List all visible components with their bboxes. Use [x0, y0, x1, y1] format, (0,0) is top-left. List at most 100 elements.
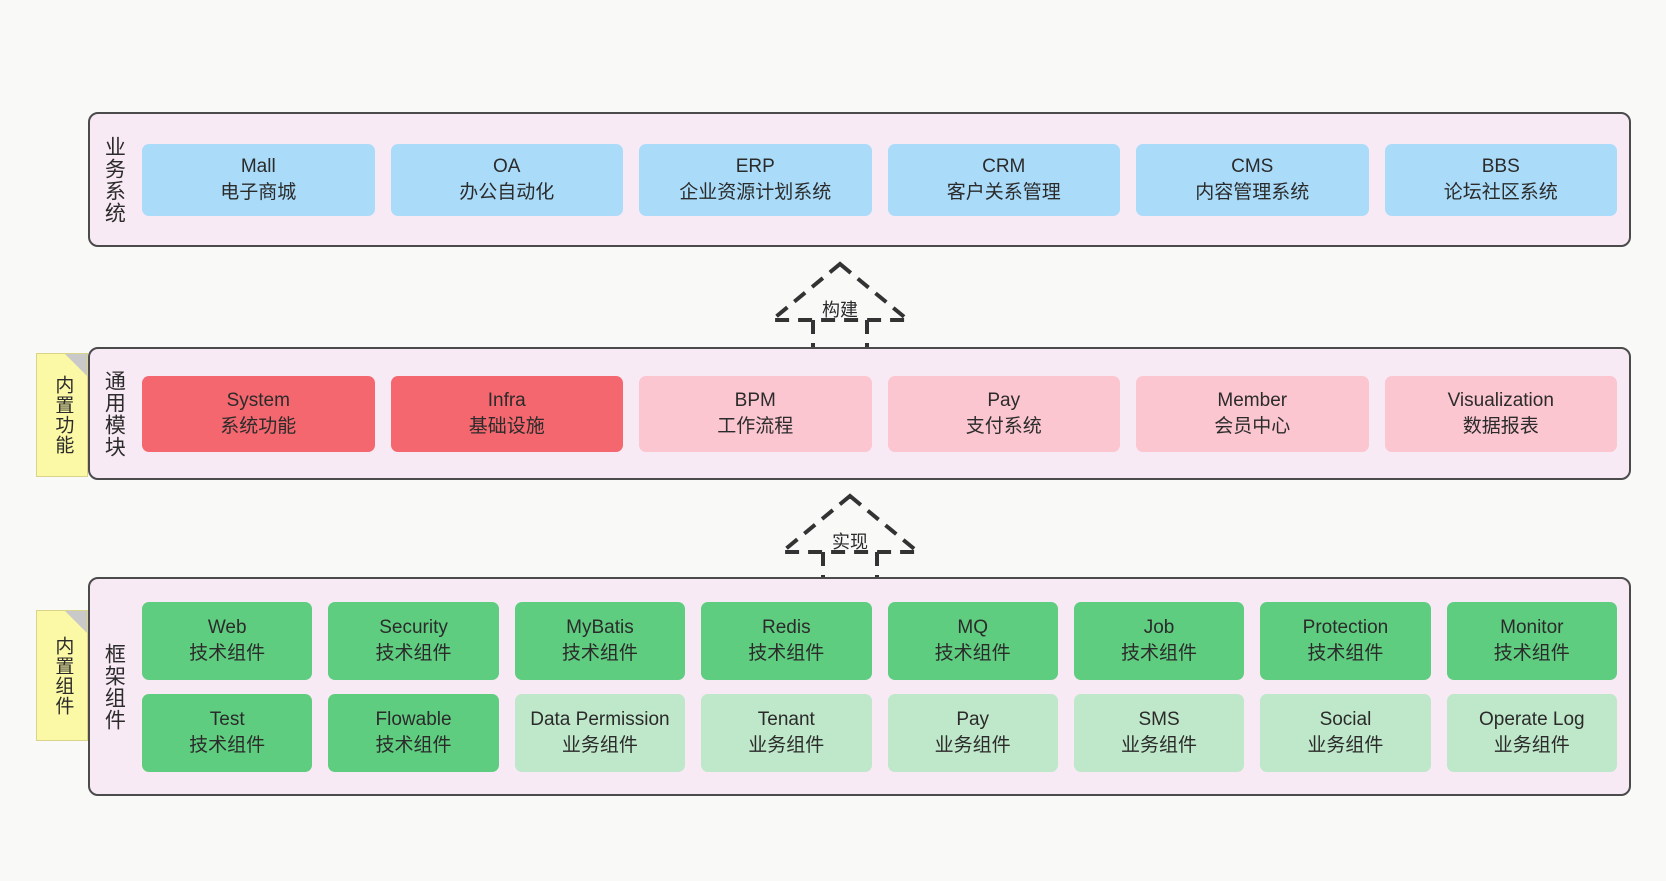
generalization-arrow-implement: 实现	[770, 490, 930, 582]
node-infra[interactable]: Infra 基础设施	[390, 375, 623, 452]
node-label-en: Data Permission	[530, 709, 670, 731]
node-label-en: Monitor	[1500, 617, 1564, 639]
node-label-en: Operate Log	[1478, 709, 1585, 731]
node-mybatis[interactable]: MyBatis 技术组件	[514, 601, 686, 680]
node-label-cn: 企业资源计划系统	[679, 181, 832, 203]
node-redis[interactable]: Redis 技术组件	[701, 601, 872, 680]
node-erp[interactable]: ERP 企业资源计划系统	[639, 143, 872, 216]
node-label-en: Infra	[487, 390, 526, 412]
node-pay-component[interactable]: Pay 业务组件	[887, 693, 1058, 772]
node-label-cn: 基础设施	[468, 415, 545, 437]
node-bpm[interactable]: BPM 工作流程	[639, 375, 872, 452]
node-flowable[interactable]: Flowable 技术组件	[328, 693, 499, 772]
node-label-en: OA	[493, 156, 521, 178]
layer-title-framework: 框架组件	[102, 642, 126, 731]
node-label-cn: 技术组件	[375, 734, 452, 756]
node-oa[interactable]: OA 办公自动化	[390, 143, 623, 216]
node-label-en: Protection	[1302, 617, 1389, 639]
node-label-cn: 系统功能	[220, 415, 297, 437]
node-web[interactable]: Web 技术组件	[142, 601, 313, 680]
node-row: Mall 电子商城 OA 办公自动化 ERP 企业资源计划系统 CRM 客户关系…	[142, 143, 1617, 216]
node-label-cn: 业务组件	[561, 734, 638, 756]
node-label-en: System	[226, 390, 290, 412]
layer-title-business: 业务系统	[102, 135, 126, 224]
node-label-cn: 客户关系管理	[946, 181, 1061, 203]
node-test[interactable]: Test 技术组件	[142, 693, 313, 772]
node-label-en: Tenant	[757, 709, 815, 731]
node-label-cn: 技术组件	[561, 642, 638, 664]
layer-body-business: Mall 电子商城 OA 办公自动化 ERP 企业资源计划系统 CRM 客户关系…	[136, 114, 1629, 245]
node-mq[interactable]: MQ 技术组件	[887, 601, 1058, 680]
sticky-label: 内置功能	[52, 375, 74, 455]
node-label-en: Test	[209, 709, 245, 731]
node-row: System 系统功能 Infra 基础设施 BPM 工作流程 Pay 支付系统…	[142, 375, 1617, 452]
layer-framework-components: 框架组件 Web 技术组件 Security 技术组件 MyBatis 技术组件…	[88, 577, 1631, 796]
node-label-en: BPM	[734, 390, 776, 412]
node-label-en: Security	[379, 617, 448, 639]
layer-title-common: 通用模块	[102, 369, 126, 458]
node-operate-log[interactable]: Operate Log 业务组件	[1446, 693, 1617, 772]
node-monitor[interactable]: Monitor 技术组件	[1446, 601, 1617, 680]
node-label-cn: 业务组件	[748, 734, 825, 756]
node-label-en: Member	[1217, 390, 1288, 412]
node-label-cn: 论坛社区系统	[1443, 181, 1558, 203]
node-bbs[interactable]: BBS 论坛社区系统	[1384, 143, 1617, 216]
node-label-cn: 技术组件	[934, 642, 1011, 664]
node-label-en: BBS	[1481, 156, 1520, 178]
arrow-label-build: 构建	[822, 300, 858, 320]
node-label-en: Social	[1319, 709, 1372, 731]
node-crm[interactable]: CRM 客户关系管理	[887, 143, 1120, 216]
node-label-en: SMS	[1138, 709, 1180, 731]
node-job[interactable]: Job 技术组件	[1073, 601, 1245, 680]
node-label-cn: 支付系统	[965, 415, 1042, 437]
sticky-note-builtin-features: 内置功能	[36, 353, 88, 477]
folded-corner-icon	[65, 354, 87, 376]
layer-body-framework: Web 技术组件 Security 技术组件 MyBatis 技术组件 Redi…	[136, 579, 1629, 794]
node-protection[interactable]: Protection 技术组件	[1260, 601, 1431, 680]
node-label-cn: 数据报表	[1462, 415, 1539, 437]
node-label-cn: 技术组件	[375, 642, 452, 664]
node-label-en: Flowable	[375, 709, 452, 731]
folded-corner-icon	[65, 611, 87, 633]
node-label-cn: 电子商城	[220, 181, 297, 203]
node-system[interactable]: System 系统功能	[142, 375, 375, 452]
node-label-en: Web	[207, 617, 247, 639]
node-tenant[interactable]: Tenant 业务组件	[701, 693, 872, 772]
node-label-cn: 内容管理系统	[1195, 181, 1310, 203]
node-label-cn: 技术组件	[189, 734, 266, 756]
node-label-en: Job	[1143, 617, 1175, 639]
node-label-cn: 技术组件	[1121, 642, 1198, 664]
node-label-cn: 办公自动化	[459, 181, 555, 203]
node-label-cn: 技术组件	[1307, 642, 1384, 664]
node-mall[interactable]: Mall 电子商城	[142, 143, 375, 216]
node-data-permission[interactable]: Data Permission 业务组件	[514, 693, 686, 772]
node-label-cn: 技术组件	[748, 642, 825, 664]
node-label-en: Pay	[987, 390, 1021, 412]
node-label-cn: 业务组件	[934, 734, 1011, 756]
node-security[interactable]: Security 技术组件	[328, 601, 499, 680]
node-row: Web 技术组件 Security 技术组件 MyBatis 技术组件 Redi…	[142, 601, 1617, 680]
layer-body-common: System 系统功能 Infra 基础设施 BPM 工作流程 Pay 支付系统…	[136, 349, 1629, 478]
node-social[interactable]: Social 业务组件	[1260, 693, 1431, 772]
node-member[interactable]: Member 会员中心	[1136, 375, 1369, 452]
arrow-label-implement: 实现	[832, 532, 868, 552]
node-label-en: Pay	[956, 709, 990, 731]
node-label-en: Visualization	[1447, 390, 1554, 412]
node-label-en: MyBatis	[566, 617, 634, 639]
layer-business-systems: 业务系统 Mall 电子商城 OA 办公自动化 ERP 企业资源计划系统 CRM…	[88, 112, 1631, 247]
node-pay-module[interactable]: Pay 支付系统	[887, 375, 1120, 452]
node-label-cn: 技术组件	[189, 642, 266, 664]
node-visualization[interactable]: Visualization 数据报表	[1384, 375, 1617, 452]
node-label-cn: 技术组件	[1493, 642, 1570, 664]
node-label-en: Mall	[240, 156, 276, 178]
node-label-cn: 业务组件	[1493, 734, 1570, 756]
node-sms[interactable]: SMS 业务组件	[1073, 693, 1245, 772]
node-cms[interactable]: CMS 内容管理系统	[1136, 143, 1369, 216]
node-label-en: CMS	[1231, 156, 1274, 178]
layer-common-modules: 通用模块 System 系统功能 Infra 基础设施 BPM 工作流程 Pay…	[88, 347, 1631, 480]
node-label-en: CRM	[982, 156, 1026, 178]
sticky-note-builtin-components: 内置组件	[36, 610, 88, 741]
node-label-cn: 业务组件	[1307, 734, 1384, 756]
sticky-label: 内置组件	[52, 635, 74, 716]
